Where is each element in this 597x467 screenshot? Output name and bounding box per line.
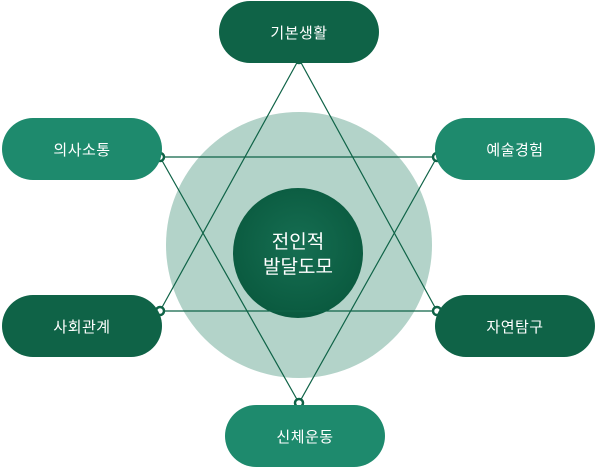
node-right-upper: 예술경험 [435,118,595,180]
center-label-line1: 전인적 [271,231,325,253]
node-bottom: 신체운동 [225,405,385,467]
center-label: 전인적 발달도모 [233,190,363,320]
center-label-line2: 발달도모 [263,256,333,278]
node-right-lower-label: 자연탐구 [486,317,544,336]
node-top-label: 기본생활 [270,23,328,42]
node-left-lower: 사회관계 [2,295,162,357]
node-left-lower-label: 사회관계 [53,317,111,336]
node-bottom-label: 신체운동 [276,427,334,446]
node-right-upper-label: 예술경험 [486,140,544,159]
triangle-top [158,57,439,312]
node-left-upper: 의사소통 [2,118,162,180]
node-top: 기본생활 [219,1,379,63]
node-right-lower: 자연탐구 [435,295,595,357]
triangle-bottom [158,156,439,405]
node-left-upper-label: 의사소통 [53,140,111,159]
inner-circle [233,188,363,318]
